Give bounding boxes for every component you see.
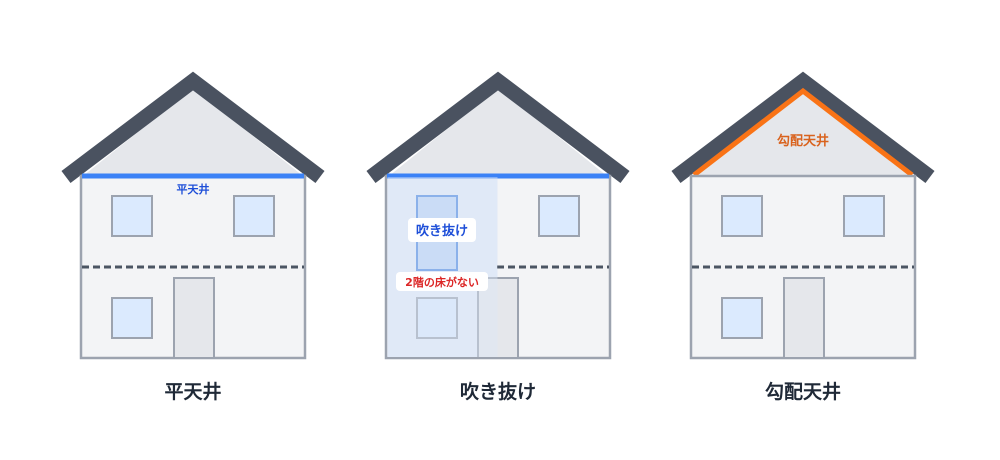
window — [111, 195, 153, 237]
house-title: 吹き抜け — [460, 380, 536, 403]
door — [783, 277, 825, 359]
house-flat-ceiling: 平天井 平天井 — [61, 71, 325, 403]
note-label-box — [396, 272, 488, 291]
roof — [671, 71, 935, 183]
window — [111, 297, 153, 339]
house-vaulted-ceiling: 勾配天井 勾配天井 — [671, 71, 935, 403]
vaulted-ceiling-label: 勾配天井 — [777, 133, 829, 149]
window — [721, 297, 763, 339]
window — [843, 195, 885, 237]
door — [477, 277, 519, 359]
window — [233, 195, 275, 237]
roof-gable — [389, 88, 607, 176]
window — [538, 195, 580, 237]
window — [721, 195, 763, 237]
roof-gable — [83, 88, 303, 176]
flat-ceiling-label: 平天井 — [177, 182, 210, 196]
house-title: 平天井 — [164, 381, 221, 403]
roof — [366, 71, 630, 183]
door — [173, 277, 215, 359]
void-label-box — [408, 218, 476, 242]
house-open-void: 吹き抜け 2階の床がない 吹き抜け — [366, 71, 630, 403]
roof — [61, 71, 325, 183]
window — [416, 297, 458, 339]
void-area-overlay — [387, 177, 498, 357]
vaulted-ceiling-line — [692, 87, 914, 177]
house-title: 勾配天井 — [765, 380, 841, 403]
note-label: 2階の床がない — [405, 275, 479, 289]
void-label: 吹き抜け — [416, 223, 468, 239]
roof-gable — [692, 89, 914, 177]
